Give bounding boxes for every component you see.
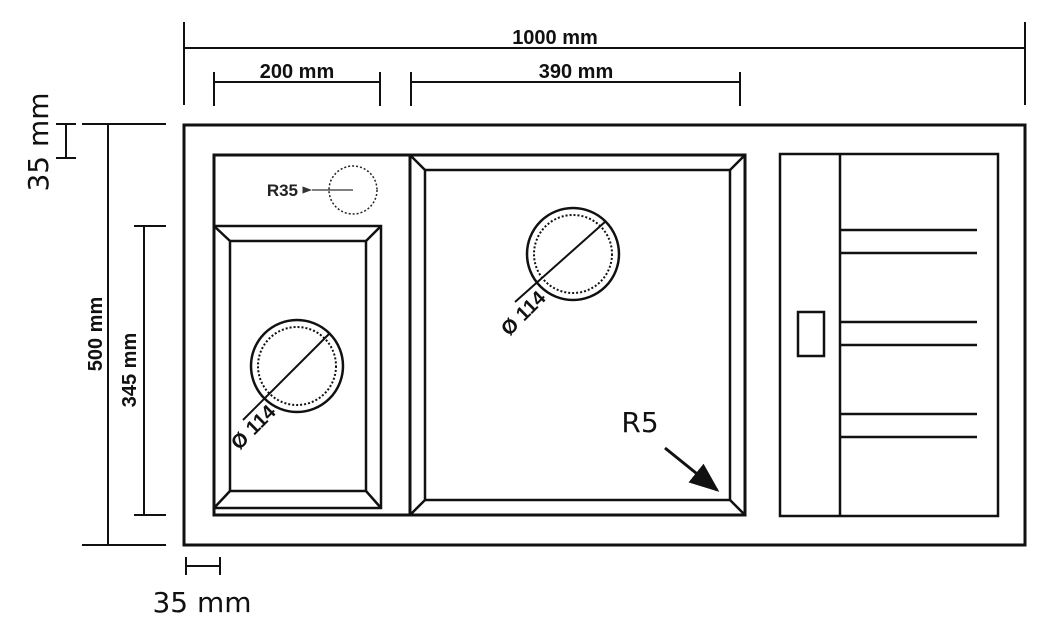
- tap-hole: [328, 165, 378, 215]
- small-bowl: [212, 224, 383, 510]
- corner-radius-arrow: [664, 446, 720, 492]
- large-bowl-width-label: 390 mm: [539, 61, 614, 83]
- tap-hole-radius-label: R35: [267, 181, 298, 200]
- small-bowl-width-label: 200 mm: [260, 61, 335, 83]
- top-offset-label: 35 mm: [22, 92, 55, 191]
- small-bowl-drain: [242, 318, 345, 421]
- large-bowl-drain: [514, 206, 621, 303]
- total-height-label: 500 mm: [85, 297, 107, 372]
- small-bowl-height-label: 345 mm: [119, 333, 141, 408]
- dimension-small-bowl-width: [213, 72, 381, 106]
- dimension-total-height: [82, 123, 166, 546]
- bowl-frame: [212, 153, 747, 517]
- dimension-left-offset: [185, 557, 221, 575]
- large-bowl: [409, 154, 746, 516]
- dimension-small-bowl-height: [134, 225, 166, 516]
- dimension-large-bowl-width: [410, 72, 741, 106]
- left-offset-label: 35 mm: [152, 586, 251, 619]
- total-width-label: 1000 mm: [512, 27, 598, 49]
- dimension-top-offset: [56, 123, 76, 159]
- dimension-total-width: [183, 22, 1026, 105]
- sink-outer-outline: [182, 123, 1027, 547]
- drainer-board: [778, 152, 1000, 518]
- corner-radius-label: R5: [621, 406, 658, 439]
